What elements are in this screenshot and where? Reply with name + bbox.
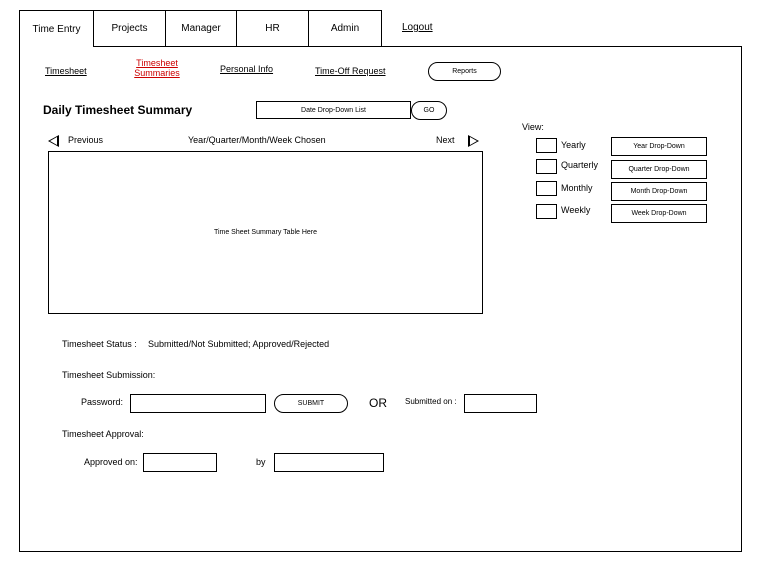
- approved-on-field[interactable]: [143, 453, 217, 472]
- tab-manager[interactable]: Manager: [165, 10, 237, 47]
- reports-button[interactable]: Reports: [428, 62, 501, 81]
- active-tab-joiner: [20, 45, 93, 48]
- quarter-dropdown[interactable]: Quarter Drop-Down: [611, 160, 707, 179]
- yearly-label: Yearly: [561, 140, 586, 150]
- yearly-checkbox[interactable]: [536, 138, 557, 153]
- period-chosen-label: Year/Quarter/Month/Week Chosen: [188, 135, 326, 145]
- weekly-checkbox[interactable]: [536, 204, 557, 219]
- approved-on-label: Approved on:: [84, 457, 138, 467]
- logout-link[interactable]: Logout: [402, 22, 433, 33]
- by-label: by: [256, 457, 266, 467]
- password-label: Password:: [81, 397, 124, 407]
- month-dropdown[interactable]: Month Drop-Down: [611, 182, 707, 201]
- next-label[interactable]: Next: [436, 135, 455, 145]
- timesheet-summary-table: Time Sheet Summary Table Here: [48, 151, 483, 314]
- submitted-on-field[interactable]: [464, 394, 537, 413]
- previous-label[interactable]: Previous: [68, 135, 104, 145]
- table-placeholder: Time Sheet Summary Table Here: [213, 229, 318, 236]
- monthly-checkbox[interactable]: [536, 181, 557, 196]
- subnav-personal-info[interactable]: Personal Info: [220, 64, 274, 74]
- submission-heading: Timesheet Submission:: [62, 370, 156, 380]
- next-arrow-icon-inner: [470, 137, 477, 145]
- previous-arrow-icon-inner: [50, 137, 57, 145]
- tab-time-entry[interactable]: Time Entry: [19, 10, 94, 47]
- status-label: Timesheet Status :: [62, 339, 137, 349]
- date-dropdown[interactable]: Date Drop-Down List: [256, 101, 411, 119]
- approved-by-field[interactable]: [274, 453, 384, 472]
- week-dropdown[interactable]: Week Drop-Down: [611, 204, 707, 223]
- subnav-timesheet-summaries[interactable]: Timesheet Summaries: [128, 58, 186, 78]
- quarterly-label: Quarterly: [561, 160, 599, 170]
- main-frame: [19, 46, 742, 552]
- subnav-summaries-line2: Summaries: [134, 68, 180, 78]
- tab-projects[interactable]: Projects: [93, 10, 166, 47]
- subnav-timesheet[interactable]: Timesheet: [45, 66, 87, 76]
- tab-hr[interactable]: HR: [236, 10, 309, 47]
- submitted-on-label: Submitted on :: [405, 397, 457, 406]
- quarterly-checkbox[interactable]: [536, 159, 557, 174]
- year-dropdown[interactable]: Year Drop-Down: [611, 137, 707, 156]
- submit-button[interactable]: SUBMIT: [274, 394, 348, 413]
- go-button[interactable]: GO: [411, 101, 447, 120]
- subnav-time-off-request[interactable]: Time-Off Request: [315, 66, 386, 76]
- status-value: Submitted/Not Submitted; Approved/Reject…: [148, 339, 330, 349]
- tab-admin[interactable]: Admin: [308, 10, 382, 47]
- page-title: Daily Timesheet Summary: [43, 103, 193, 117]
- password-input[interactable]: [130, 394, 266, 413]
- approval-heading: Timesheet Approval:: [62, 429, 144, 439]
- monthly-label: Monthly: [561, 183, 593, 193]
- subnav-summaries-line1: Timesheet: [136, 58, 178, 68]
- view-label: View:: [522, 122, 544, 132]
- or-label: OR: [369, 396, 387, 410]
- weekly-label: Weekly: [561, 205, 591, 215]
